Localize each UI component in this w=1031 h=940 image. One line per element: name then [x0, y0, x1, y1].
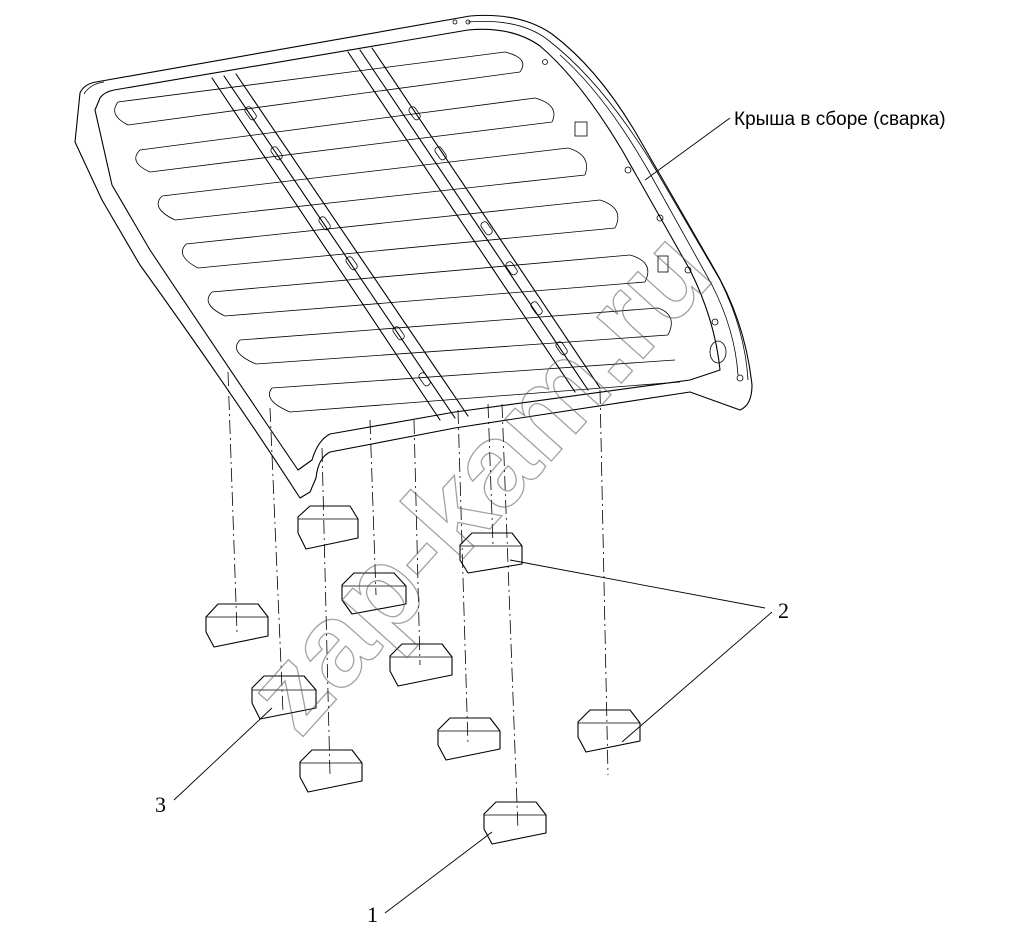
leader-2-upper [509, 559, 766, 609]
pad-f [251, 675, 317, 720]
insulation-pads [205, 505, 641, 845]
leader-assembly [644, 117, 731, 181]
pad-e [389, 643, 453, 687]
pad-g [437, 717, 501, 761]
pad-j [483, 801, 547, 845]
callout-2: 2 [778, 598, 789, 623]
assembly-label: Крыша в сборе (сварка) [734, 109, 946, 130]
pad-d [459, 532, 523, 574]
assembly-axis-lines [227, 371, 609, 831]
leader-1 [384, 831, 493, 914]
leader-2-lower [621, 611, 773, 743]
pad-c [341, 572, 407, 615]
roof-ribs [114, 51, 681, 413]
roof-bows [211, 47, 601, 421]
pad-i [577, 709, 641, 753]
pad-a [205, 603, 269, 648]
watermark: zap-kam.ru [221, 206, 736, 757]
roof-side-holes [452, 19, 744, 382]
leader-lines [173, 117, 773, 914]
leader-3 [173, 707, 273, 801]
callout-3: 3 [155, 792, 166, 817]
roof-panel [74, 14, 753, 499]
callout-1: 1 [367, 902, 378, 927]
pad-h [299, 749, 363, 793]
pad-b [297, 505, 359, 550]
